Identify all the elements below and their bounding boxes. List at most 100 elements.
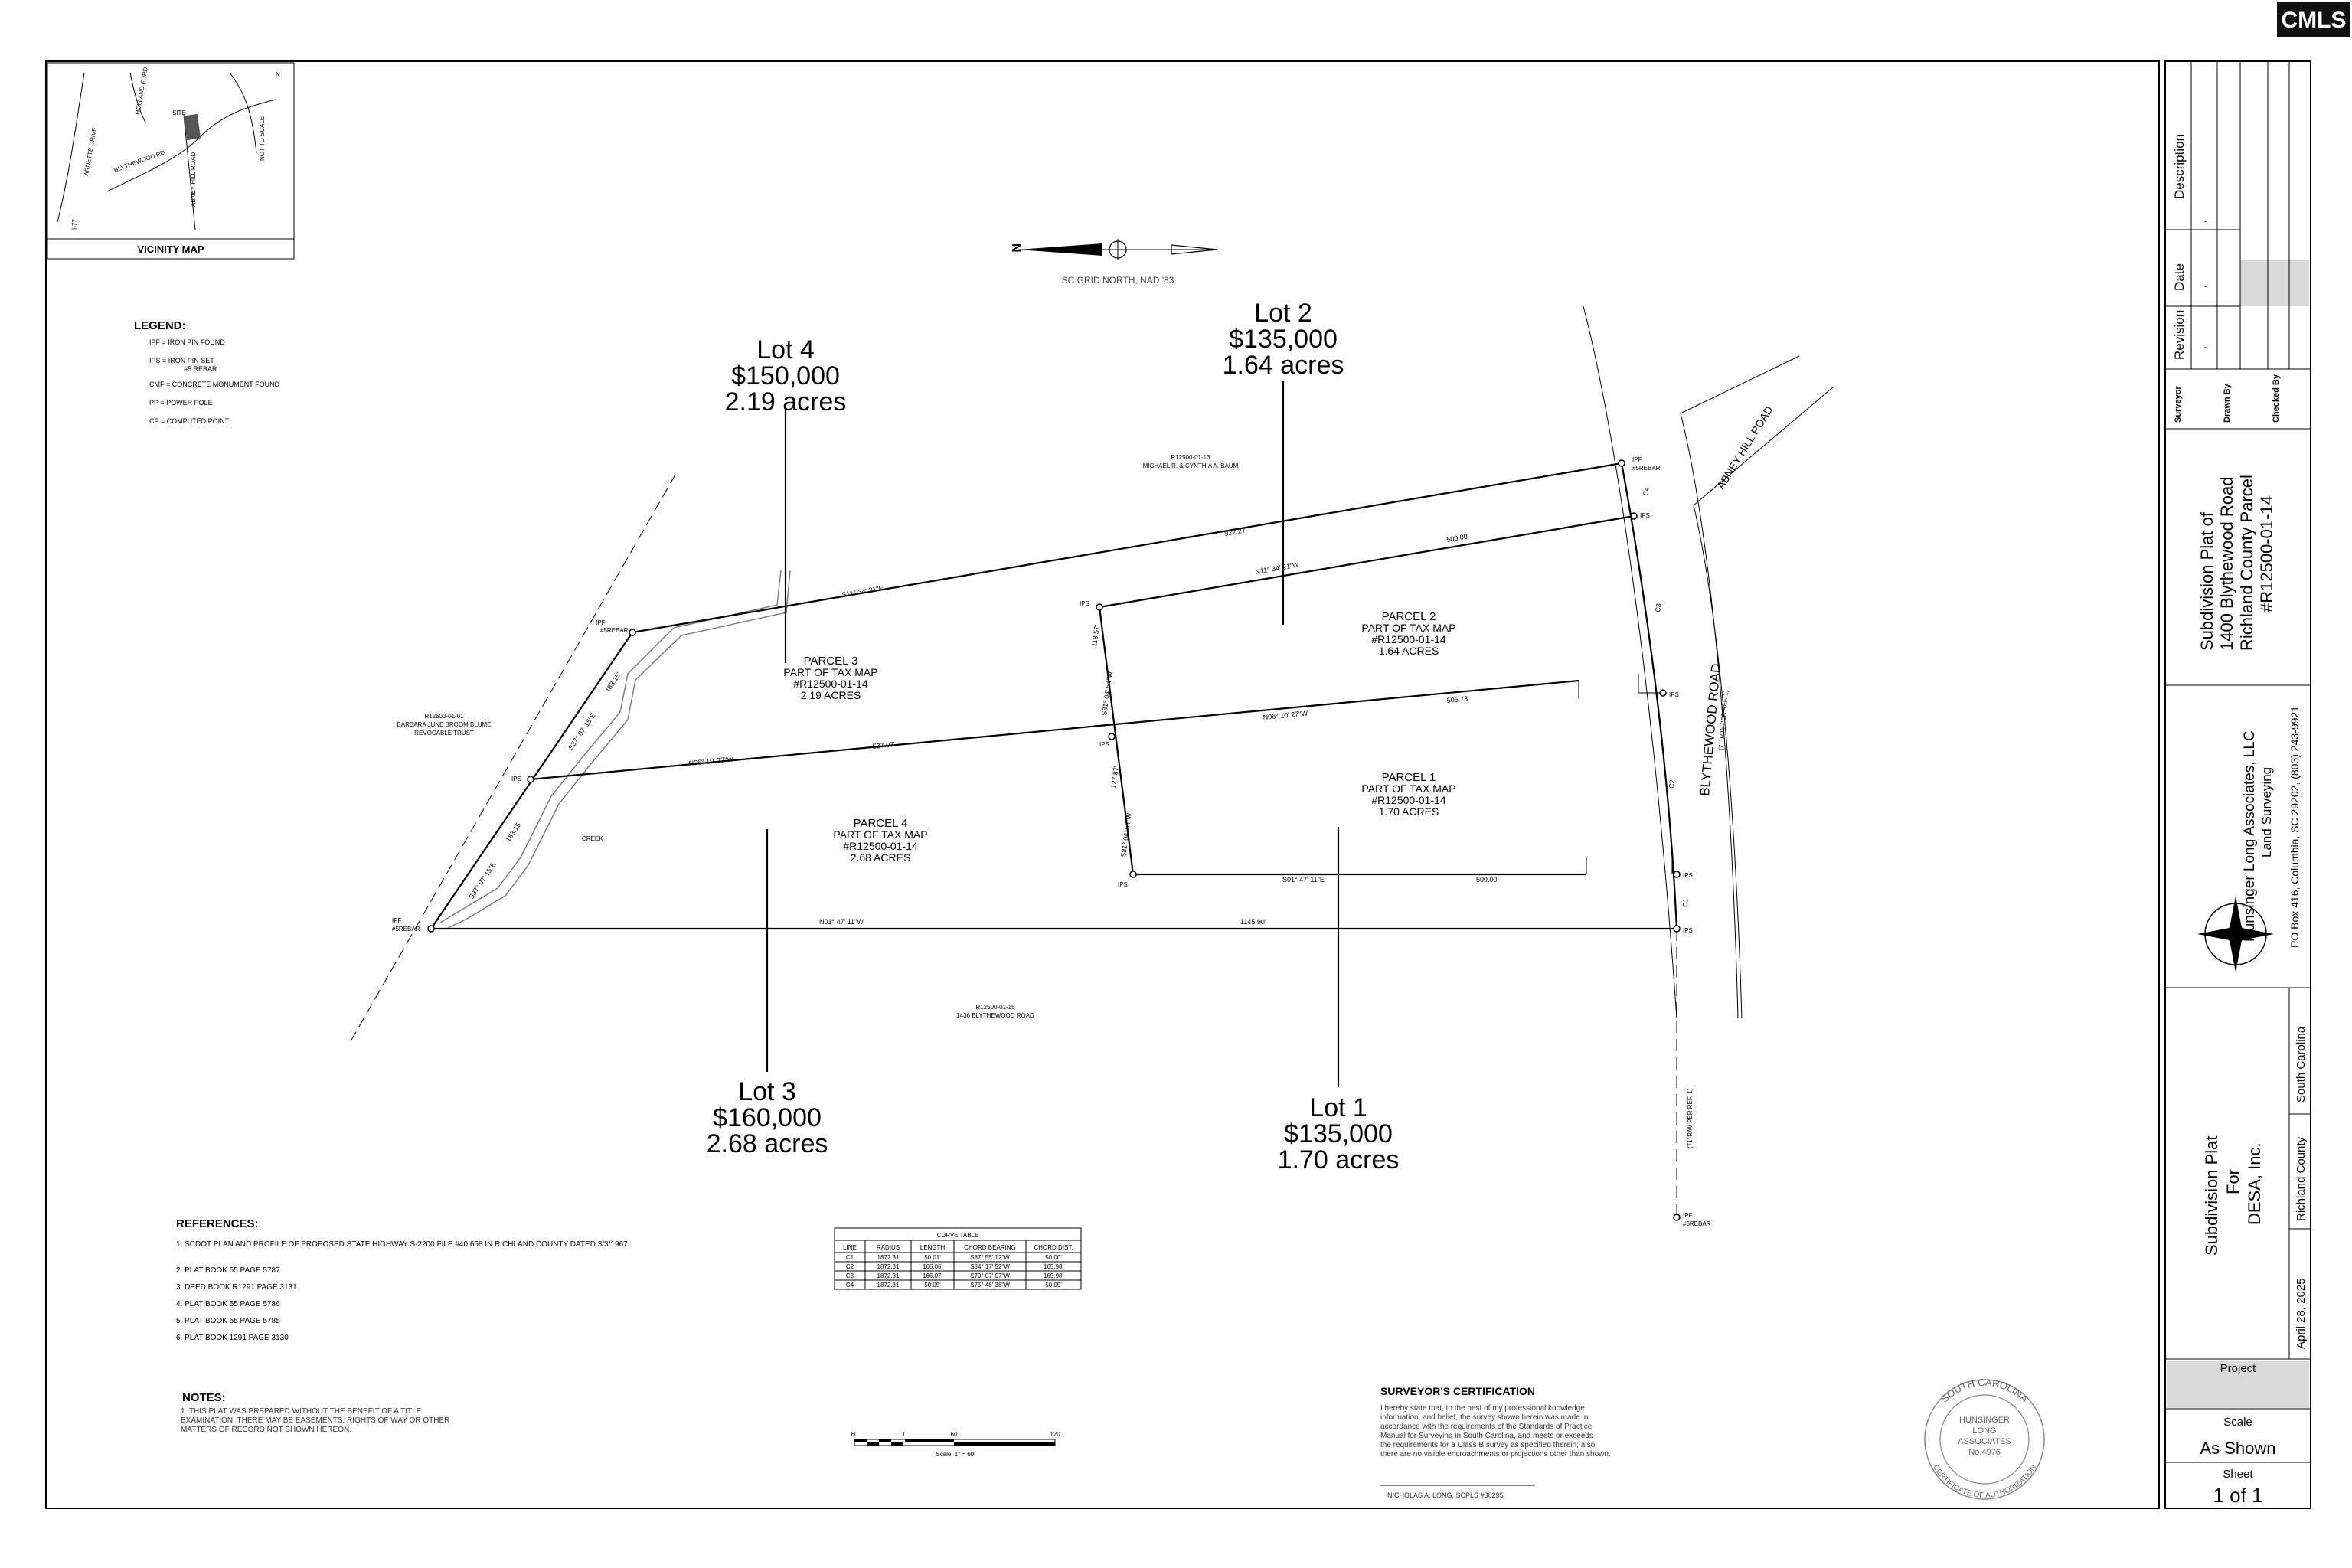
cmls-logo-text: CMLS [2282, 8, 2347, 33]
scale-tick-60: 60 [951, 1431, 958, 1438]
lot-2-price: $135,000 [1229, 325, 1338, 354]
rev-dot-3: . [2203, 211, 2207, 225]
seal-line-3: ASSOCIATES [1958, 1437, 2011, 1446]
parcel-1-label: PARCEL 1 PART OF TAX MAP #R12500-01-14 1… [1361, 771, 1455, 818]
svg-text:S75° 48' 38"W: S75° 48' 38"W [970, 1282, 1010, 1289]
parcel-3-label: PARCEL 3 PART OF TAX MAP #R12500-01-14 2… [783, 655, 877, 701]
pt-ipf-s: IPF [1683, 1212, 1693, 1219]
svg-text:C2: C2 [846, 1263, 854, 1270]
seal-bottom-text: CERTIFICATE OF AUTHORIZATION [1931, 1463, 2038, 1500]
bearing-n-line: S11° 34' 21"E [841, 584, 884, 599]
seal-top-text: SOUTH CAROLINA [1939, 1377, 2030, 1405]
sheet-label: Sheet [2223, 1468, 2253, 1481]
curve-label-c3: C3 [1654, 603, 1663, 612]
legend-item-cp: CP = COMPUTED POINT [149, 417, 230, 425]
curve-table-title: CURVE TABLE [937, 1232, 979, 1239]
svg-text:2.19 ACRES: 2.19 ACRES [801, 689, 861, 701]
adjoiner-north-owner: MICHAEL R. & CYNTHIA A. BAUM [1143, 462, 1239, 469]
plat-date: April 28, 2025 [2295, 1278, 2308, 1349]
lot-3-callout: Lot 3 $160,000 2.68 acres [707, 1077, 828, 1158]
distance-s-line: 1145.90' [1240, 918, 1266, 926]
compass-rose-logo [2197, 896, 2274, 972]
plat-for-line-3: DESA, Inc. [2245, 1142, 2264, 1225]
svg-text:PARCEL 3: PARCEL 3 [804, 655, 858, 668]
pt-ipf-sw: IPF [392, 917, 402, 924]
parcel-labels: PARCEL 3 PART OF TAX MAP #R12500-01-14 2… [783, 610, 1455, 864]
curve-table-row-1: C1 1872.31 50.01' S87° 55' 12"W 50.00' [846, 1254, 1062, 1261]
pt-ips-w: IPS [511, 776, 521, 782]
rev-dot-2: . [2203, 276, 2207, 290]
svg-text:S87° 55' 12"W: S87° 55' 12"W [970, 1254, 1010, 1261]
lot-4-acres: 2.19 acres [725, 387, 847, 416]
adjoiner-west-owner2: REVOCABLE TRUST [414, 730, 474, 737]
plat-for-line-1: Subdivision Plat [2202, 1135, 2221, 1256]
title-block: Revision Date Description . . . Surveyor… [2164, 60, 2311, 1509]
legend-item-ipf: IPF = IRON PIN FOUND [149, 338, 225, 346]
svg-text:#R12500-01-14: #R12500-01-14 [1371, 794, 1446, 806]
svg-text:1.70 ACRES: 1.70 ACRES [1379, 805, 1439, 818]
svg-text:S84° 17' 52"W: S84° 17' 52"W [970, 1263, 1010, 1270]
scale-tick-60-left: 60 [851, 1431, 858, 1438]
certification-line-2: information, and belief, the survey show… [1380, 1413, 1588, 1422]
references-title: REFERENCES: [176, 1217, 259, 1230]
creek: CREEK [439, 570, 791, 929]
svg-text:C1: C1 [846, 1254, 854, 1261]
adjoiner-south-tax: R12500-01-15 [975, 1004, 1015, 1011]
lot-3-name: Lot 3 [738, 1077, 796, 1106]
curve-table-headers: LINE RADIUS LENGTH CHORD BEARING CHORD D… [843, 1244, 1073, 1251]
plat-title-line-1: Subdivision Plat of [2197, 511, 2216, 651]
plat-for-line-2: For [2223, 1169, 2243, 1194]
svg-text:1.64 ACRES: 1.64 ACRES [1379, 645, 1439, 657]
notes-text: 1. THIS PLAT WAS PREPARED WITHOUT THE BE… [181, 1407, 450, 1434]
bearing-west-lower: S37° 07' 15"E [467, 861, 497, 900]
notes-title: NOTES: [182, 1391, 226, 1404]
vicinity-map-title: VICINITY MAP [137, 243, 204, 255]
svg-text:50.01': 50.01' [924, 1254, 941, 1261]
certification-line-5: the requirements for a Class B survey as… [1380, 1441, 1596, 1449]
scale-value: As Shown [2200, 1439, 2275, 1458]
roads: ABNEY HILL ROAD BLYTHEWOOD ROAD (71' R/W… [1583, 305, 1834, 1148]
lot-1-acres: 1.70 acres [1278, 1145, 1400, 1174]
vicinity-north-letter: N [276, 71, 280, 78]
pt-ips-mid: IPS [1099, 741, 1109, 748]
lot-2-name: Lot 2 [1254, 299, 1312, 328]
curve-table-row-2: C2 1872.31 166.06' S84° 17' 52"W 165.98' [846, 1263, 1064, 1270]
pt-ips-se: IPS [1683, 927, 1693, 934]
role-checked-by: Checked By [2272, 374, 2281, 423]
svg-text:#R12500-01-14: #R12500-01-14 [793, 678, 868, 690]
curve-label-c1: C1 [1681, 898, 1689, 907]
svg-text:#R12500-01-14: #R12500-01-14 [1371, 633, 1446, 645]
not-to-scale-label: NOT TO SCALE [259, 116, 266, 161]
svg-text:1872.31: 1872.31 [877, 1282, 900, 1289]
role-drawn-by: Drawn By [2223, 383, 2232, 423]
pt-ipf-west: IPF [596, 619, 606, 626]
lot-1-price: $135,000 [1284, 1119, 1393, 1148]
scale-bar: 60 0 60 120 Scale: 1" = 60' [851, 1431, 1061, 1458]
certification-line-4: Manual for Surveying in South Carolina, … [1380, 1432, 1593, 1440]
svg-text:166.06': 166.06' [923, 1263, 942, 1270]
surveyor-certification: SURVEYOR'S CERTIFICATION I hereby state … [1380, 1385, 1611, 1499]
svg-text:165.98': 165.98' [1044, 1263, 1063, 1270]
reference-3: 3. DEED BOOK R1291 PAGE 3131 [176, 1283, 297, 1292]
svg-text:2.68 ACRES: 2.68 ACRES [851, 851, 911, 864]
pt-ips-ne: IPS [1640, 512, 1650, 519]
lot-2-callout: Lot 2 $135,000 1.64 acres [1223, 299, 1344, 380]
plat-title-line-2: 1400 Blythewood Road [2217, 477, 2236, 652]
curve-labels: C4 C3 C2 C1 [1642, 486, 1689, 907]
reference-4: 4. PLAT BOOK 55 PAGE 5786 [176, 1300, 280, 1308]
firm-subtitle: Land Surveying [2259, 767, 2274, 858]
svg-text:S79° 07' 07"W: S79° 07' 07"W [970, 1272, 1010, 1279]
vicinity-road-i77: I-77 [71, 219, 78, 230]
pt-ipf-ne: IPF [1632, 456, 1642, 463]
adjoiner-west-tax: R12500-01-01 [424, 713, 464, 720]
distance-west-lower: 183.15' [504, 820, 523, 843]
legend-title: LEGEND: [134, 319, 186, 332]
scale-label: Scale [2223, 1416, 2252, 1429]
svg-text:LINE: LINE [843, 1244, 857, 1251]
svg-text:PARCEL 1: PARCEL 1 [1382, 771, 1436, 784]
scale-caption: Scale: 1" = 60' [936, 1451, 975, 1458]
creek-label: CREEK [582, 835, 603, 842]
svg-text:CHORD DIST.: CHORD DIST. [1034, 1244, 1073, 1251]
lot-1-name: Lot 1 [1309, 1093, 1367, 1122]
